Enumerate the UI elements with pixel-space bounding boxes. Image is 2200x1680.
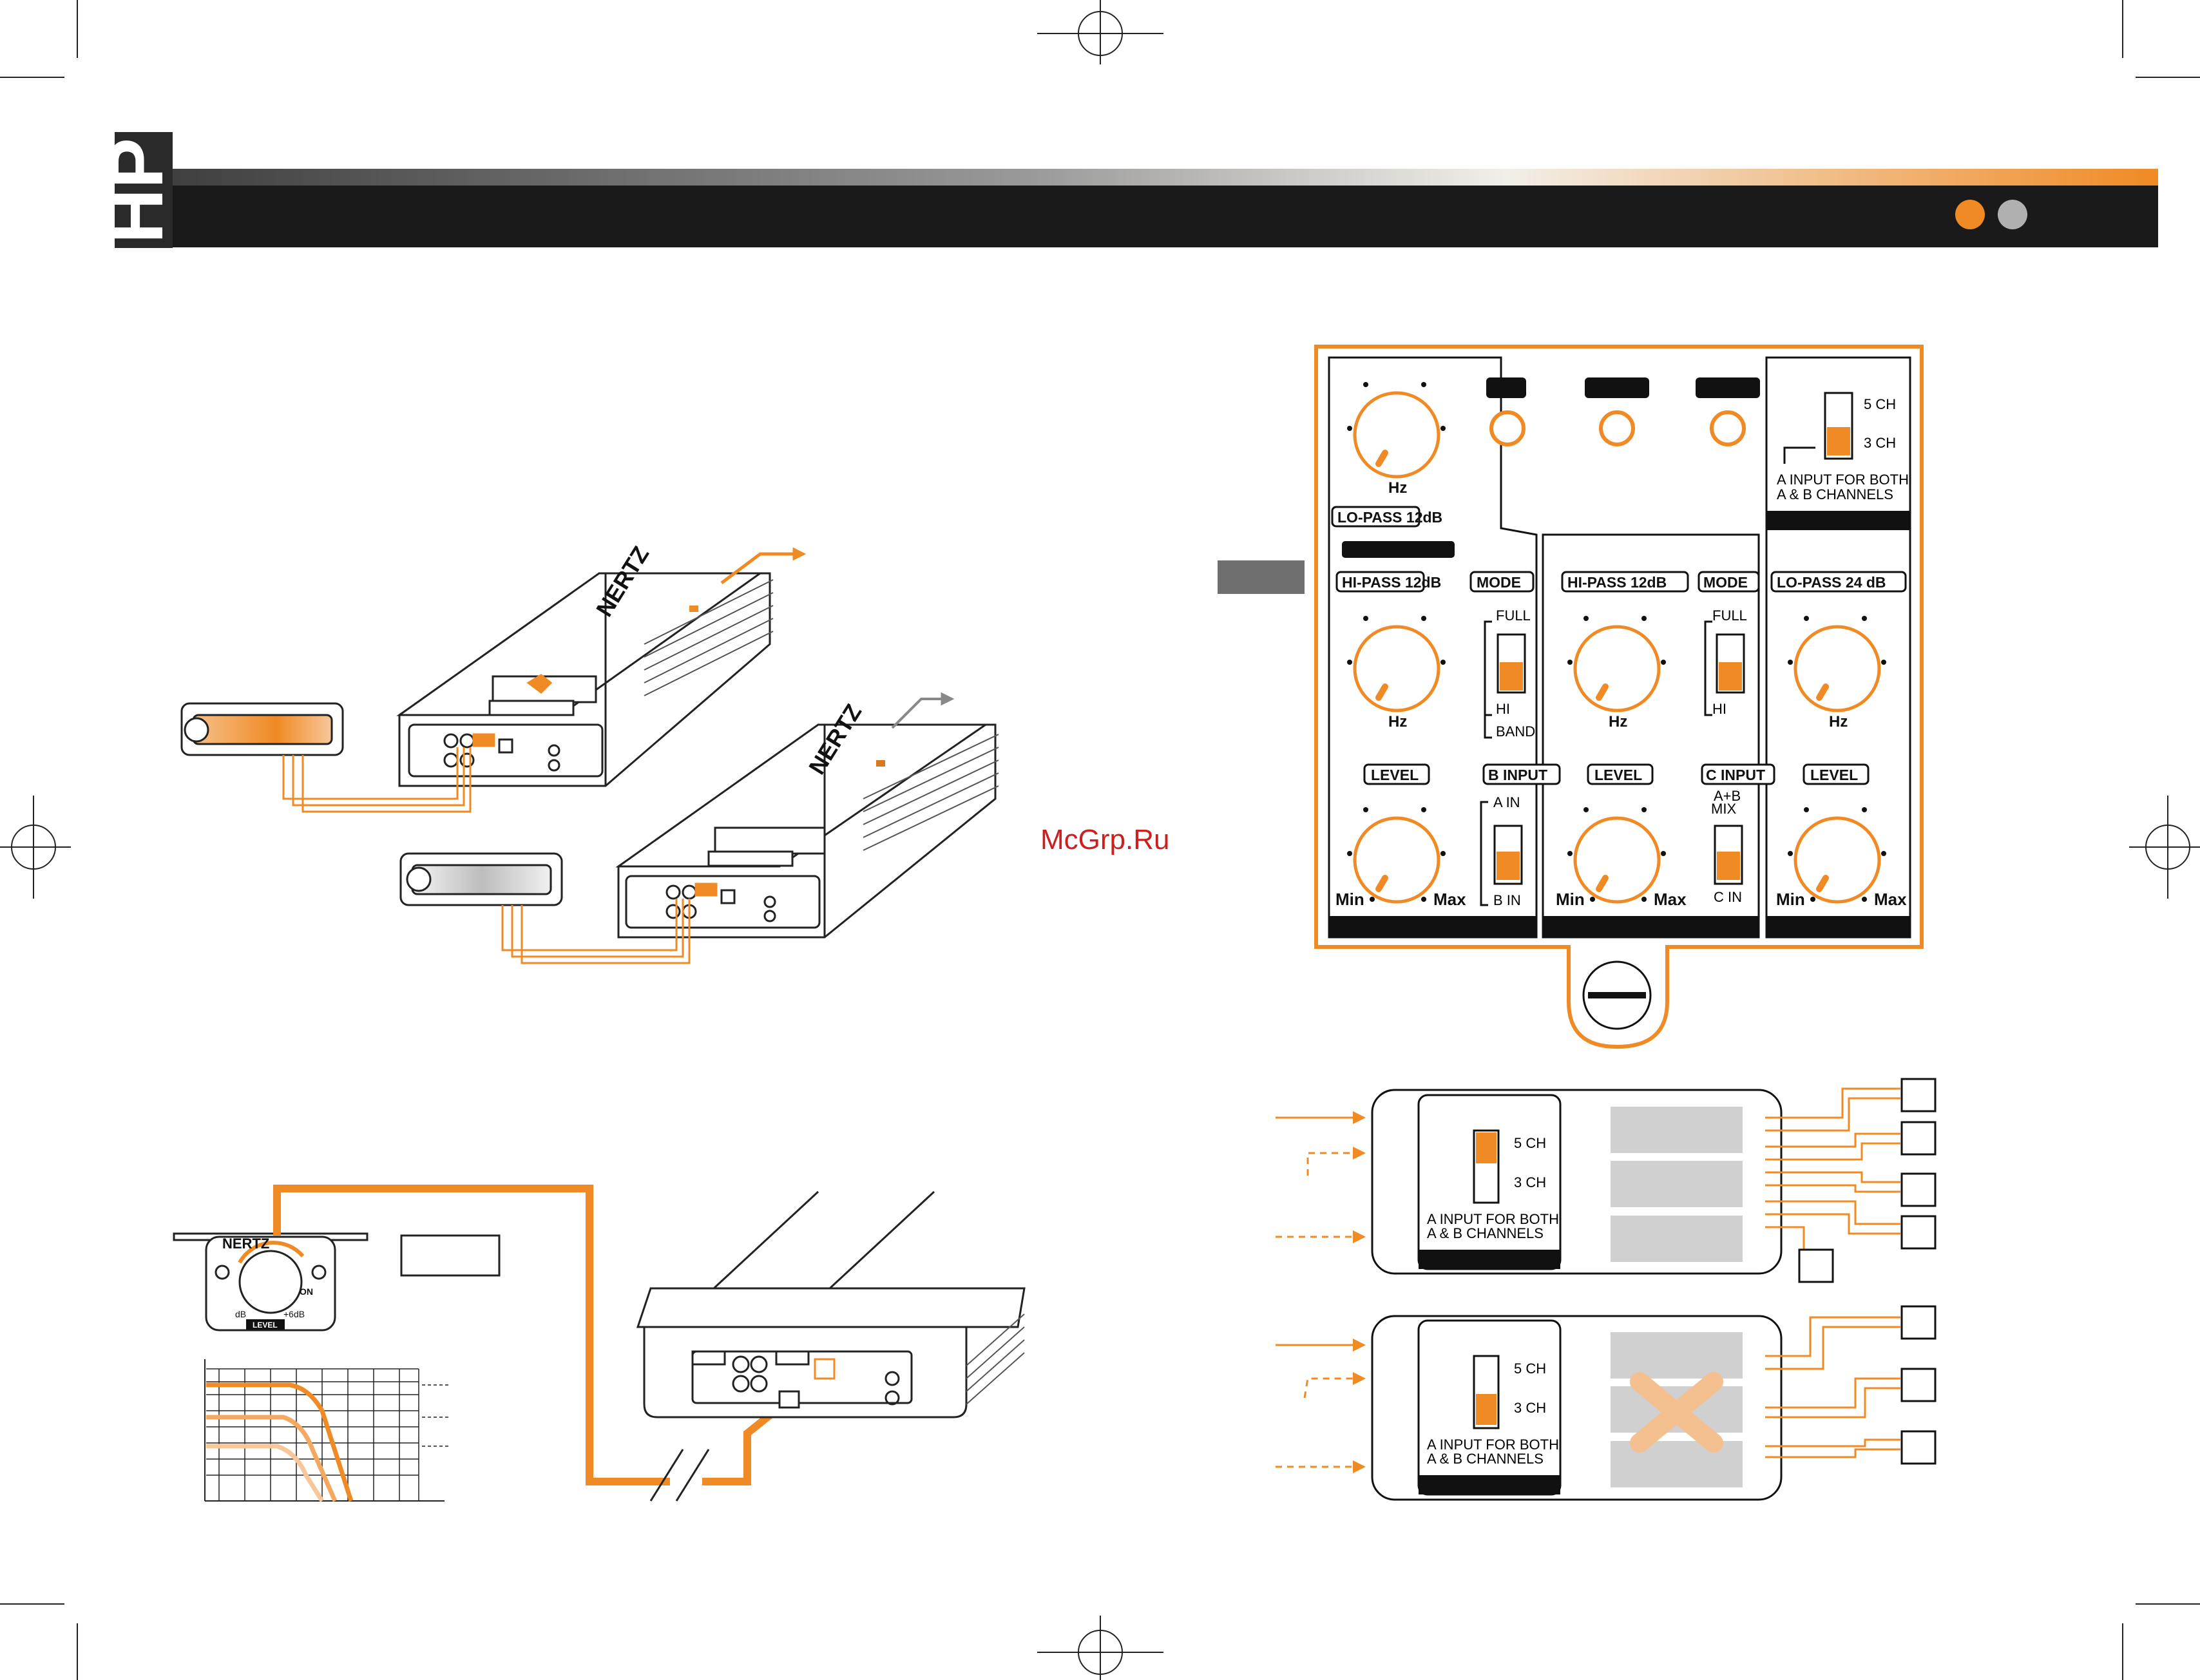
wiring2-line2: A & B CHANNELS xyxy=(1427,1451,1544,1467)
min-label-a: Min xyxy=(1335,890,1364,909)
panel-labels: Hz LO-PASS 12dB BAND-PASS HI-PASS 12dB M… xyxy=(1329,396,1910,937)
c-lopass-24-knob[interactable] xyxy=(1793,625,1881,712)
led-temp-icon xyxy=(1599,410,1635,446)
ab-mix-label-2: MIX xyxy=(1711,801,1736,817)
min-label-b: Min xyxy=(1556,890,1585,909)
max-label-c: Max xyxy=(1874,890,1907,909)
hipass-12-label-a: HI-PASS 12dB xyxy=(1342,574,1441,591)
header-logo: HP xyxy=(94,138,179,243)
lopass-24-label: LO-PASS 24 dB xyxy=(1777,574,1886,591)
led-over-icon xyxy=(1710,410,1746,446)
amplifier-2: NERTZ xyxy=(615,700,999,939)
a-input-both-label-1: A INPUT FOR BOTH xyxy=(1777,472,1909,488)
knob-scale-dots xyxy=(1347,382,1886,902)
wiring2-five-ch: 5 CH xyxy=(1514,1360,1546,1377)
out-mode-label: OUT MODE xyxy=(1799,513,1876,529)
b-channels-label: B CHANNELS xyxy=(1599,919,1696,936)
bandpass-label: BAND-PASS xyxy=(1355,543,1434,558)
c-input-label: C INPUT xyxy=(1706,767,1765,783)
frequency-response-graph xyxy=(204,1359,451,1502)
ab-mix-label-1: A+B xyxy=(1714,788,1741,804)
wiring1-line1: A INPUT FOR BOTH xyxy=(1427,1211,1559,1227)
b-level-knob[interactable] xyxy=(1573,816,1661,904)
panel-switches[interactable] xyxy=(1493,392,1853,885)
three-ch-label: 3 CH xyxy=(1864,435,1896,451)
b-input-label: B INPUT xyxy=(1488,767,1547,783)
two-amp-diagram: NERTZ NERTZ xyxy=(180,542,999,964)
hz-label-b: Hz xyxy=(1609,713,1627,730)
c-in-label: C IN xyxy=(1714,889,1742,905)
header-grey-dot xyxy=(1998,200,2027,229)
panel-knobs[interactable] xyxy=(1353,391,1881,904)
hipass-12-label-b: HI-PASS 12dB xyxy=(1567,574,1667,591)
hi-label-b: HI xyxy=(1712,701,1727,717)
fuse-cap xyxy=(1582,960,1652,1030)
wiring1-title: OUT MODE xyxy=(1451,1252,1527,1268)
header-black-bar xyxy=(116,186,2158,247)
c-channel-label: C CHANNEL xyxy=(1783,919,1870,936)
amplifier-1: NERTZ xyxy=(396,542,774,787)
level-label-a: LEVEL xyxy=(1371,767,1419,783)
lopass-12-knob[interactable] xyxy=(1353,391,1440,479)
knob-pointers xyxy=(1375,450,1829,892)
led-on-icon xyxy=(1489,410,1526,446)
remote-db-max: +6dB xyxy=(283,1309,305,1319)
c-level-knob[interactable] xyxy=(1793,816,1881,904)
hz-label-a2: Hz xyxy=(1388,713,1407,730)
remote-caption-box xyxy=(400,1234,501,1277)
disabled-cross-icon xyxy=(1630,1372,1723,1453)
b-in-label: B IN xyxy=(1493,892,1521,908)
page-header: HP xyxy=(94,132,2158,248)
remote-db-min: dB xyxy=(235,1309,246,1319)
wiring2-line1: A INPUT FOR BOTH xyxy=(1427,1437,1559,1453)
head-unit-2 xyxy=(399,852,691,964)
mode-label-b: MODE xyxy=(1703,574,1748,591)
header-gradient-bar xyxy=(116,169,2158,186)
remote-brand: NERTZ xyxy=(222,1236,269,1252)
remote-on-label: ON xyxy=(300,1286,313,1297)
a-channels-label: A CHANNELS xyxy=(1348,919,1445,936)
a-input-both-label-2: A & B CHANNELS xyxy=(1777,486,1893,502)
hipass-12-knob[interactable] xyxy=(1353,625,1440,712)
wiring2-title: OUT MODE xyxy=(1451,1477,1527,1493)
hz-label-a1: Hz xyxy=(1388,479,1407,497)
remote-level-label: LEVEL xyxy=(253,1321,278,1330)
min-label-c: Min xyxy=(1776,890,1805,909)
a-level-knob[interactable] xyxy=(1353,816,1440,904)
indicator-over-label: OVER xyxy=(1701,379,1752,399)
hi-label-a: HI xyxy=(1496,701,1510,717)
max-label-a: Max xyxy=(1433,890,1466,909)
head-unit-1 xyxy=(180,702,472,813)
wiring1-five-ch: 5 CH xyxy=(1514,1135,1546,1151)
full-label-a: FULL xyxy=(1496,607,1531,624)
wiring2-three-ch: 3 CH xyxy=(1514,1400,1546,1416)
header-orange-dot xyxy=(1955,200,1985,229)
level-label-c: LEVEL xyxy=(1810,767,1858,783)
wiring1-three-ch: 3 CH xyxy=(1514,1174,1546,1190)
full-label-b: FULL xyxy=(1712,607,1747,624)
b-hipass-knob[interactable] xyxy=(1573,625,1661,712)
indicator-leds: ON TEMP OVER xyxy=(1486,377,1760,446)
a-in-label: A IN xyxy=(1493,794,1520,810)
watermark: McGrp.Ru xyxy=(1040,824,1169,855)
lopass-12-label: LO-PASS 12dB xyxy=(1337,509,1442,526)
switch-brackets xyxy=(1480,446,1815,906)
five-ch-label: 5 CH xyxy=(1864,396,1896,412)
hz-label-c: Hz xyxy=(1829,713,1848,730)
level-label-b: LEVEL xyxy=(1594,767,1642,783)
indicator-on-label: ON xyxy=(1493,379,1520,399)
remote-level-diagram: NERTZ ON dB +6dB LEVEL xyxy=(173,1185,1026,1502)
wiring-diagram-3ch: 5 CH 3 CH A INPUT FOR BOTH A & B CHANNEL… xyxy=(1276,1305,1937,1501)
wiring1-line2: A & B CHANNELS xyxy=(1427,1225,1544,1241)
header-logo-block xyxy=(115,132,173,248)
band-label-a: BAND xyxy=(1496,723,1535,740)
section-tab-marker xyxy=(1218,560,1305,594)
mode-label-a: MODE xyxy=(1477,574,1521,591)
indicator-temp-label: TEMP xyxy=(1591,379,1641,399)
max-label-b: Max xyxy=(1654,890,1687,909)
wiring-diagram-5ch: 5 CH 3 CH A INPUT FOR BOTH A & B CHANNEL… xyxy=(1276,1078,1937,1283)
